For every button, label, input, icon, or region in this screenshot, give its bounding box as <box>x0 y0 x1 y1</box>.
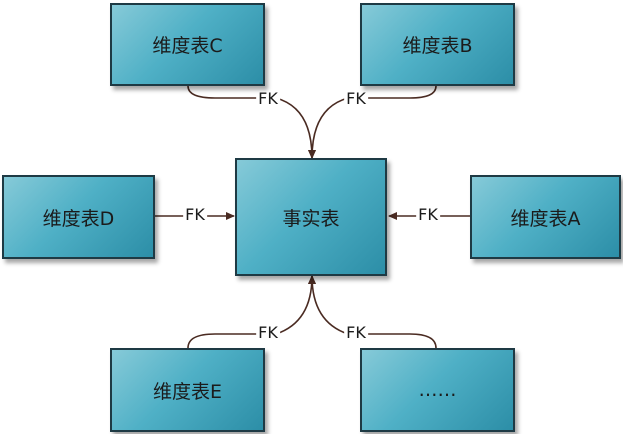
dimension-table-b-label: 维度表B <box>402 35 473 57</box>
dimension-table-a-label: 维度表A <box>510 207 581 230</box>
fact-table: 事实表 <box>235 158 387 276</box>
fact-table-label: 事实表 <box>282 207 340 230</box>
dimension-table-e-label: 维度表E <box>152 380 222 403</box>
dimension-table-more: …… <box>360 348 515 432</box>
edge-dim-c-to-fact <box>187 85 316 159</box>
fk-label-a: FK <box>416 205 440 224</box>
dimension-table-a: 维度表A <box>470 175 621 259</box>
edge-dim-more-to-fact <box>308 275 437 349</box>
dimension-table-more-label: …… <box>418 379 457 401</box>
fk-label-b: FK <box>344 89 368 108</box>
fk-label-d: FK <box>183 205 207 224</box>
fk-label-more: FK <box>344 323 368 342</box>
dimension-table-c: 维度表C <box>110 3 265 86</box>
fk-label-e: FK <box>256 323 280 342</box>
dimension-table-b: 维度表B <box>360 3 515 86</box>
fk-label-c: FK <box>256 89 280 108</box>
dimension-table-d: 维度表D <box>2 175 155 259</box>
dimension-table-e: 维度表E <box>110 348 265 432</box>
dimension-table-d-label: 维度表D <box>42 207 115 230</box>
edge-dim-e-to-fact <box>187 275 316 349</box>
dimension-table-c-label: 维度表C <box>152 35 223 57</box>
edge-dim-b-to-fact <box>308 85 437 159</box>
